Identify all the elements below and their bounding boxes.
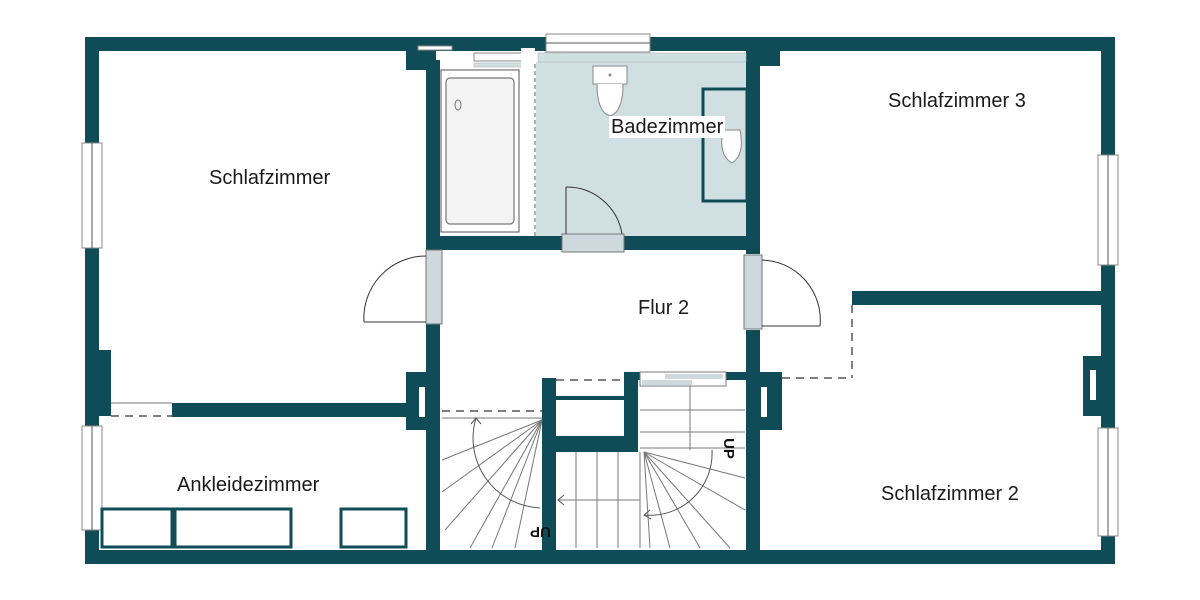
room-label-schlafzimmer: Schlafzimmer xyxy=(209,167,331,189)
room-label-flur-2: Flur 2 xyxy=(638,297,690,319)
stair-left xyxy=(441,417,543,549)
room-label-ankleidezimmer: Ankleidezimmer xyxy=(177,474,320,496)
niche-openings xyxy=(419,370,1096,417)
bedroom-3-door[interactable] xyxy=(743,254,821,330)
wardrobes xyxy=(100,507,408,549)
bathtub xyxy=(440,48,536,236)
washbasin xyxy=(701,87,749,203)
window-mullions xyxy=(91,42,1109,536)
stair-up-label-right: UP xyxy=(719,438,737,459)
stair-up-label-left: UP xyxy=(530,523,551,540)
bathroom-door[interactable] xyxy=(561,186,625,253)
room-label-badezimmer: Badezimmer xyxy=(609,116,726,138)
room-label-schlafzimmer-2: Schlafzimmer 2 xyxy=(881,483,1019,505)
room-label-schlafzimmer-3: Schlafzimmer 3 xyxy=(888,90,1026,112)
dashed-lines xyxy=(111,305,853,417)
toilet xyxy=(592,65,628,117)
stair-right xyxy=(557,386,746,549)
stair-railing xyxy=(639,371,727,387)
bathroom-floor xyxy=(536,62,748,238)
bedroom-door[interactable] xyxy=(363,249,443,325)
